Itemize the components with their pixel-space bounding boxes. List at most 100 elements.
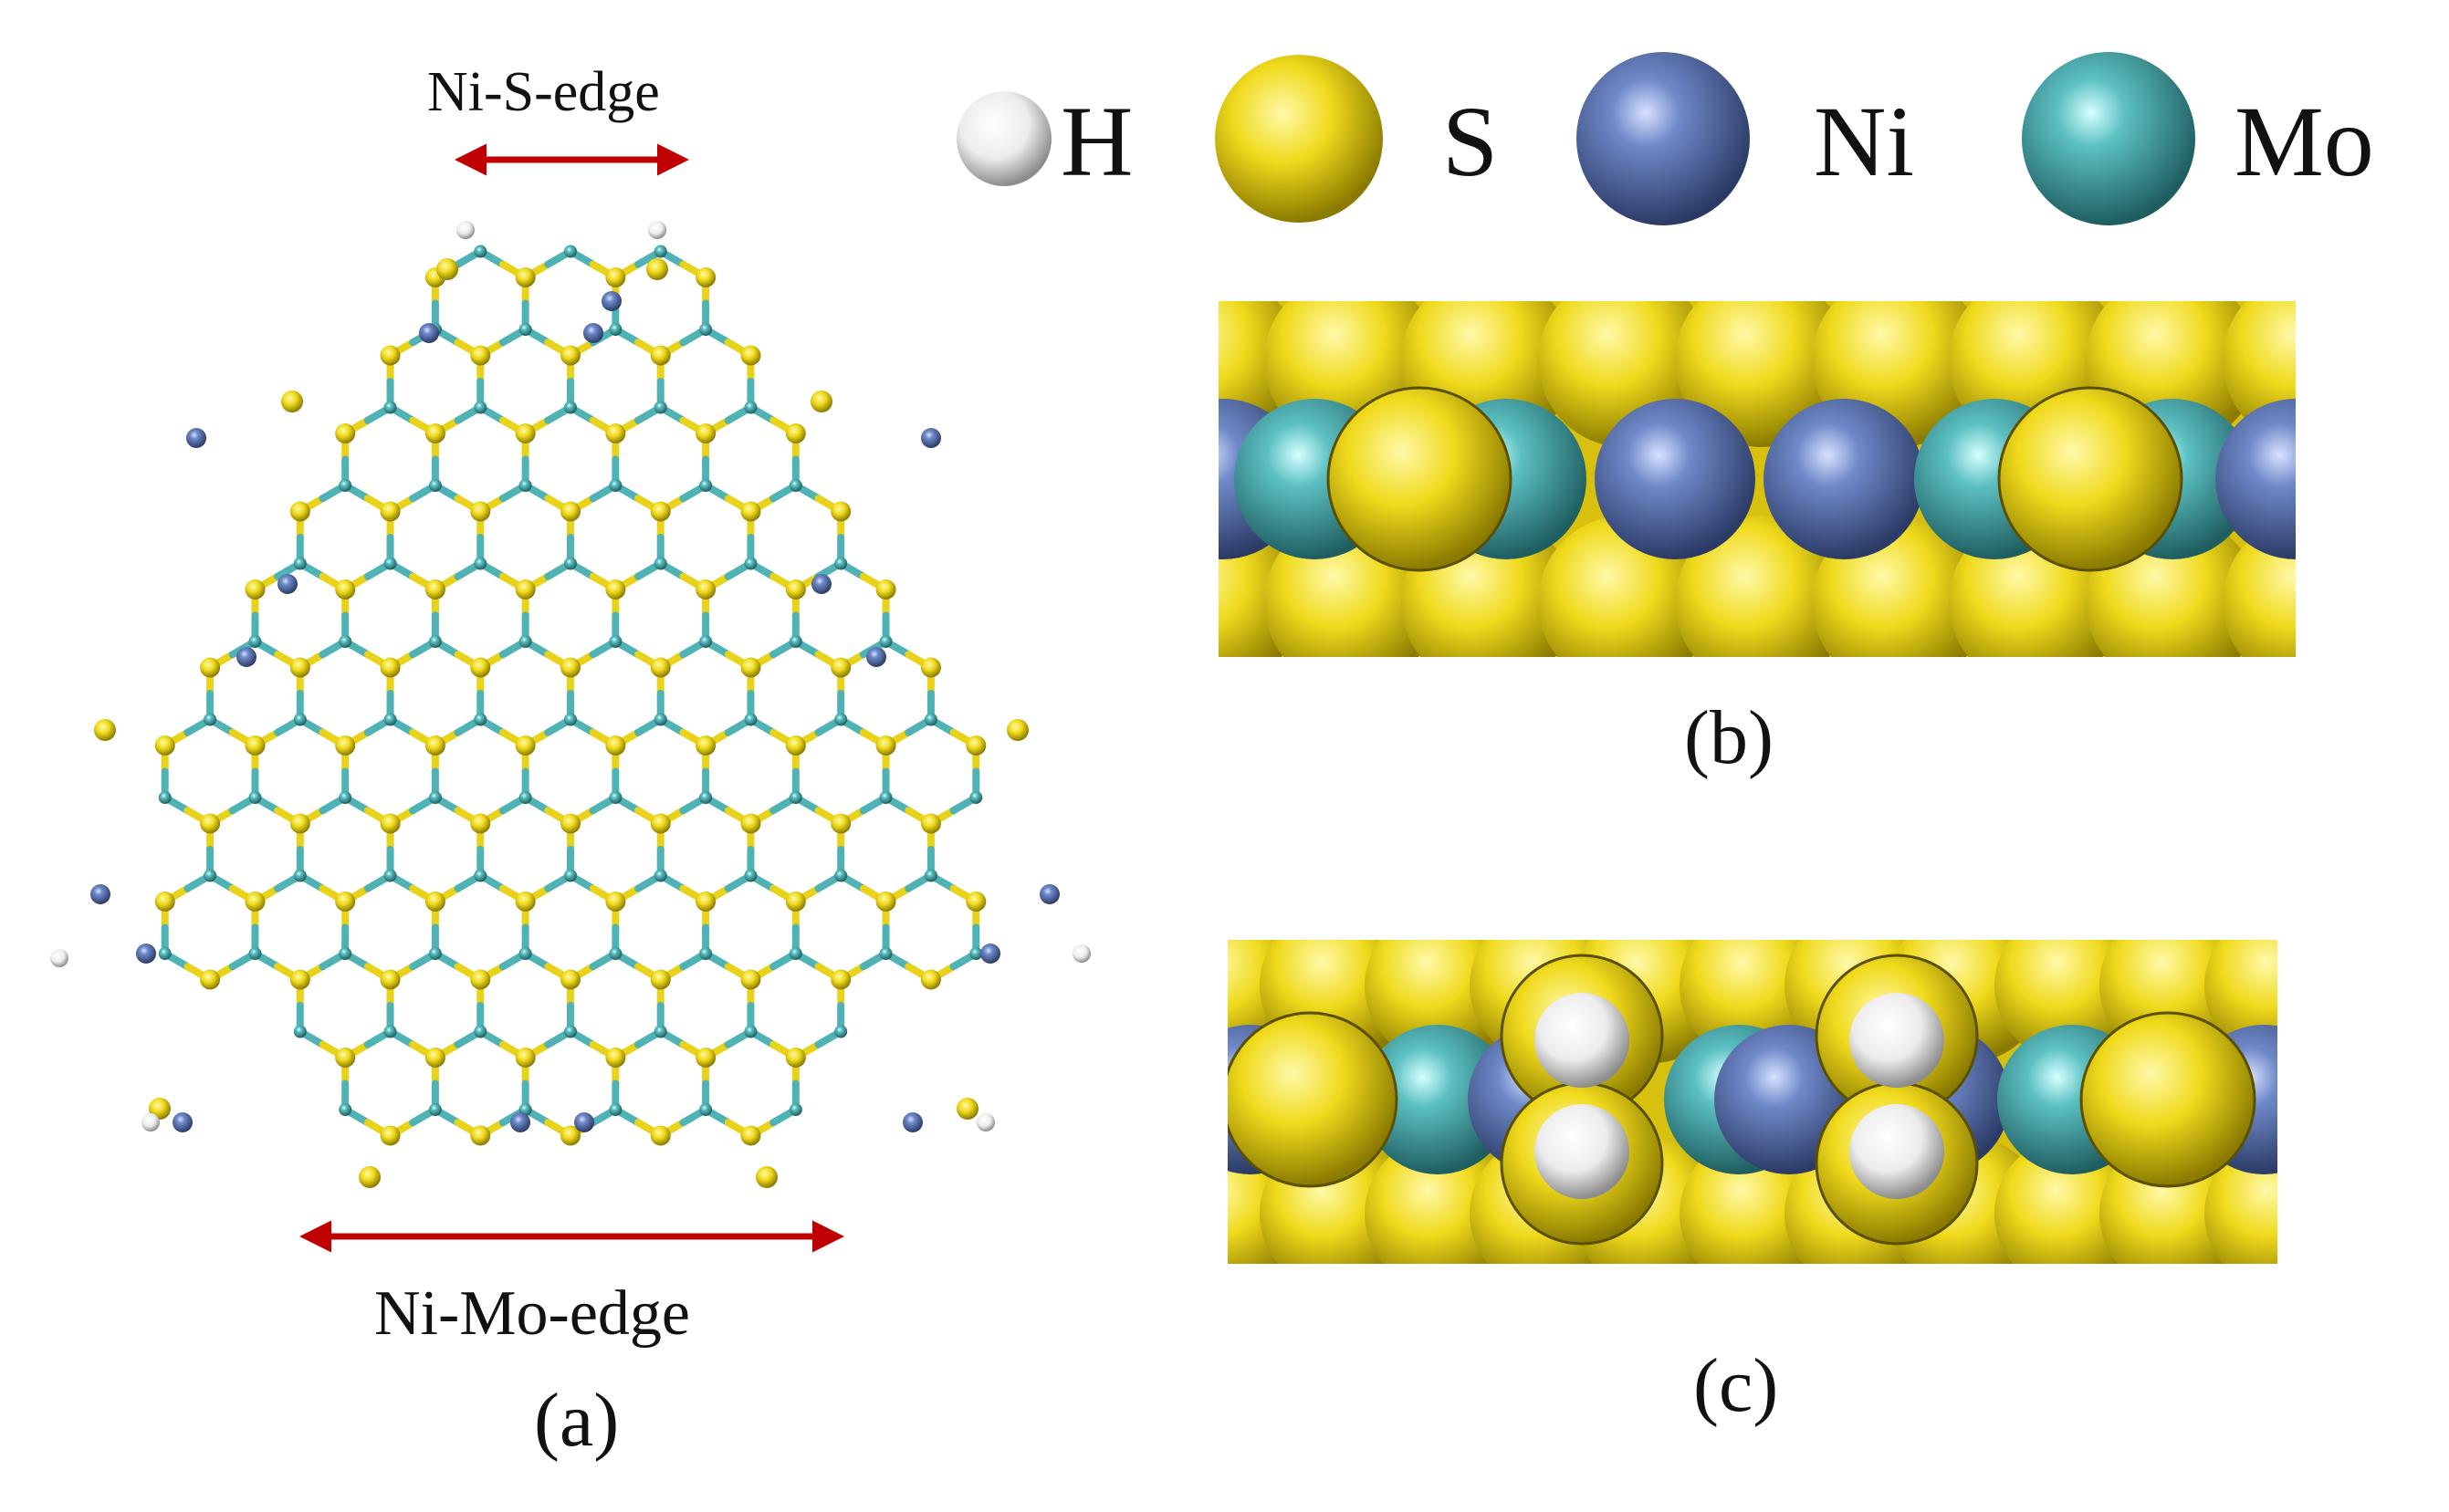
s-atom xyxy=(740,969,761,990)
s-sphere xyxy=(1228,1011,1398,1188)
s-atom xyxy=(696,1048,717,1068)
mo-atom xyxy=(428,635,442,648)
h-atom xyxy=(648,221,666,239)
mo-atom xyxy=(564,713,577,726)
mo-atom xyxy=(158,947,172,960)
s-atom xyxy=(380,969,401,990)
h-sphere xyxy=(1849,993,1944,1088)
legend-s-label: S xyxy=(1442,86,1499,197)
s-atom xyxy=(154,735,175,756)
mo-atom xyxy=(699,323,713,336)
legend-s-sphere xyxy=(1215,55,1383,223)
mo-atom xyxy=(248,635,262,648)
panel-c-spacefill xyxy=(1228,940,2277,1264)
s-atom xyxy=(200,969,221,990)
s-atom xyxy=(200,813,221,834)
s-atom xyxy=(740,657,761,678)
mo-atom xyxy=(293,869,307,882)
mo-atom xyxy=(789,479,802,492)
mo-atom xyxy=(518,479,532,492)
s-atom xyxy=(605,423,626,443)
mo-atom xyxy=(293,557,307,570)
ni-atom xyxy=(510,1112,530,1132)
s-atom xyxy=(470,657,491,678)
ni-sphere xyxy=(2215,399,2296,559)
mo-atom xyxy=(789,947,802,960)
s-atom xyxy=(831,501,852,522)
s-atom xyxy=(696,735,717,756)
s-atom xyxy=(650,813,671,834)
mo-atom xyxy=(474,1025,487,1038)
ni-atom xyxy=(903,1112,923,1132)
s-atom xyxy=(650,969,671,990)
s-atom xyxy=(424,1048,445,1068)
ni-atom xyxy=(136,944,156,964)
ni-atom xyxy=(583,323,603,343)
mo-atom xyxy=(834,1025,848,1038)
h-atom xyxy=(977,1113,995,1131)
mo-atom xyxy=(744,713,758,726)
mo-atom xyxy=(654,245,667,258)
mo-atom xyxy=(609,947,623,960)
s-atom xyxy=(875,735,896,756)
ni-atom xyxy=(574,1112,594,1132)
s-atom xyxy=(515,892,536,912)
mo-atom xyxy=(428,947,442,960)
mo-atom xyxy=(834,557,848,570)
s-atom xyxy=(335,579,356,600)
s-atom xyxy=(335,735,356,756)
s-atom xyxy=(957,1098,979,1120)
s-atom xyxy=(650,501,671,522)
s-atom xyxy=(380,345,401,366)
mo-atom xyxy=(293,713,307,726)
s-atom xyxy=(696,267,717,287)
ni-sphere xyxy=(1595,399,1755,559)
s-atom xyxy=(289,657,310,678)
mo-atom xyxy=(654,869,667,882)
h-sphere xyxy=(1534,993,1629,1088)
mo-atom xyxy=(924,869,937,882)
mo-atom xyxy=(654,557,667,570)
h-atom xyxy=(141,1113,160,1131)
mo-atom xyxy=(428,791,442,804)
mo-atom xyxy=(339,791,352,804)
s-atom xyxy=(470,501,491,522)
legend-ni-label: Ni xyxy=(1814,86,1914,197)
s-atom xyxy=(650,1125,671,1146)
s-atom xyxy=(424,579,445,600)
s-atom xyxy=(1007,719,1029,741)
legend-h-label: H xyxy=(1061,86,1134,197)
s-atom xyxy=(740,813,761,834)
panel-b-spacefill xyxy=(1219,301,2296,657)
h-sphere xyxy=(1849,1104,1944,1199)
ni-sphere xyxy=(1763,399,1924,559)
mo-atom xyxy=(834,869,848,882)
mo-atom xyxy=(744,557,758,570)
mo-atom xyxy=(428,1103,442,1116)
s-atom xyxy=(811,391,832,412)
s-atom xyxy=(875,892,896,912)
s-atom xyxy=(831,657,852,678)
s-atom xyxy=(560,657,581,678)
s-atom xyxy=(289,969,310,990)
s-sphere xyxy=(1997,386,2183,572)
s-atom xyxy=(470,1125,491,1146)
s-atom xyxy=(605,735,626,756)
s-atom xyxy=(560,1125,581,1146)
s-atom xyxy=(515,267,536,287)
mo-atom xyxy=(744,869,758,882)
s-atom xyxy=(740,345,761,366)
mo-atom xyxy=(789,635,802,648)
s-atom xyxy=(154,892,175,912)
mo-atom xyxy=(609,791,623,804)
mo-atom xyxy=(474,557,487,570)
legend-mo-sphere xyxy=(2022,52,2195,225)
mo-atom xyxy=(248,947,262,960)
legend-h-sphere xyxy=(957,91,1052,186)
s-atom xyxy=(605,892,626,912)
lattice-atoms xyxy=(50,221,1091,1188)
s-atom xyxy=(920,813,941,834)
mo-atom xyxy=(474,401,487,414)
s-atom xyxy=(696,423,717,443)
